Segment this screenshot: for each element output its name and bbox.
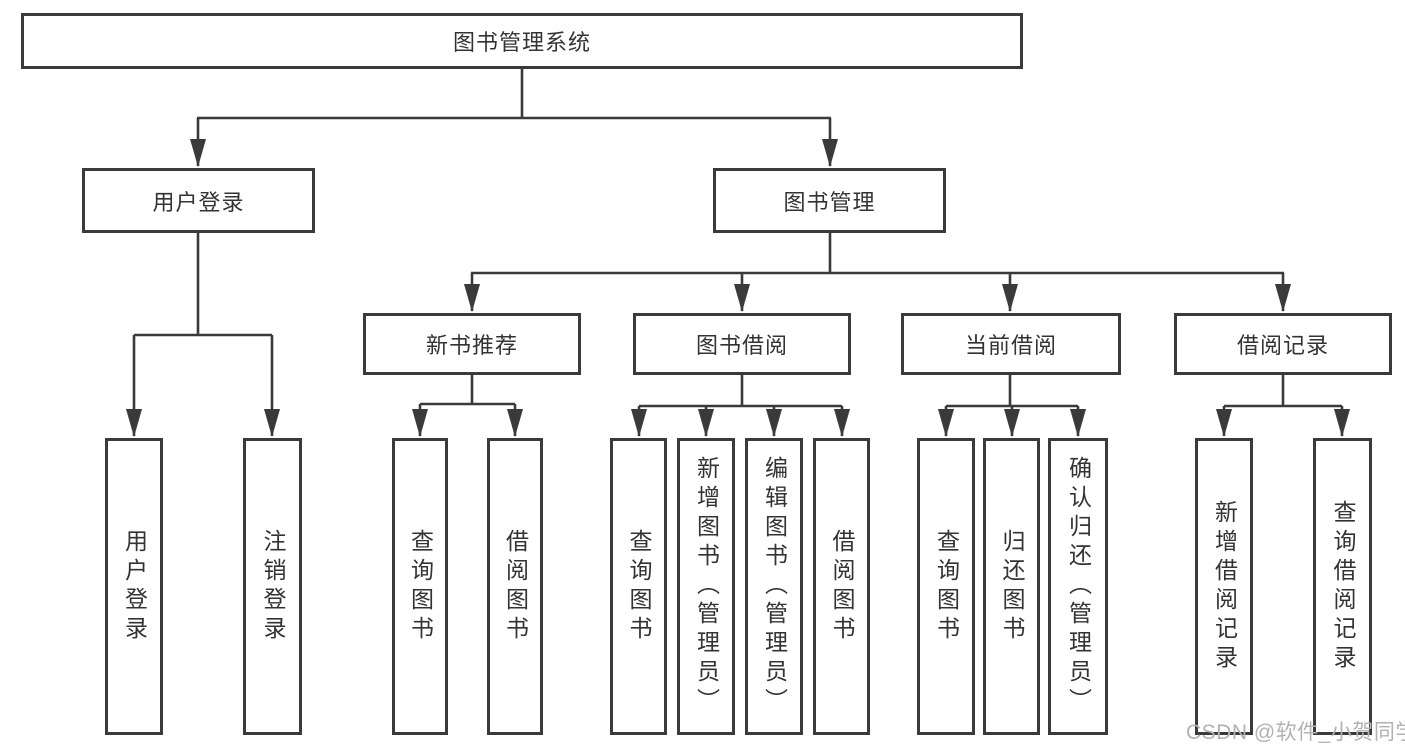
leaf-current-confirm-return-admin: 确认归还（管理员）: [1048, 438, 1108, 735]
leaf-newbooks-query-books: 查询图书: [392, 438, 448, 735]
leaf-logout: 注销登录: [243, 438, 302, 735]
leaf-current-query-books: 查询图书: [917, 438, 975, 735]
leaf-current-return-books: 归还图书: [983, 438, 1040, 735]
node-new-book-recommend: 新书推荐: [363, 313, 581, 375]
csdn-watermark: CSDN @软件_小贺同学: [1186, 721, 1405, 744]
connector-new-books-to-leaves: [412, 375, 523, 437]
leaf-borrow-query-books: 查询图书: [610, 438, 667, 735]
leaf-borrow-add-books-admin: 新增图书（管理员）: [677, 438, 735, 735]
leaf-records-query-record: 查询借阅记录: [1313, 438, 1372, 735]
node-root-library-system: 图书管理系统: [21, 13, 1023, 69]
connector-book-borrow-to-leaves: [631, 375, 850, 437]
leaf-records-add-record: 新增借阅记录: [1195, 438, 1253, 735]
connector-root-to-level2: [190, 68, 838, 167]
node-book-borrow: 图书借阅: [633, 313, 851, 375]
leaf-user-login: 用户登录: [105, 438, 163, 735]
node-book-management: 图书管理: [713, 168, 946, 233]
leaf-borrow-borrow-books: 借阅图书: [813, 438, 870, 735]
connector-current-borrow-to-leaves: [938, 375, 1086, 437]
node-current-borrow: 当前借阅: [901, 313, 1121, 375]
connector-user-login-to-leaves: [126, 233, 280, 437]
leaf-borrow-edit-books-admin: 编辑图书（管理员）: [745, 438, 803, 735]
node-user-login: 用户登录: [82, 168, 315, 233]
connector-book-management-to-level3: [464, 233, 1291, 312]
connector-borrow-records-to-leaves: [1216, 375, 1350, 437]
node-borrow-records: 借阅记录: [1174, 313, 1392, 375]
leaf-newbooks-borrow-books: 借阅图书: [487, 438, 543, 735]
